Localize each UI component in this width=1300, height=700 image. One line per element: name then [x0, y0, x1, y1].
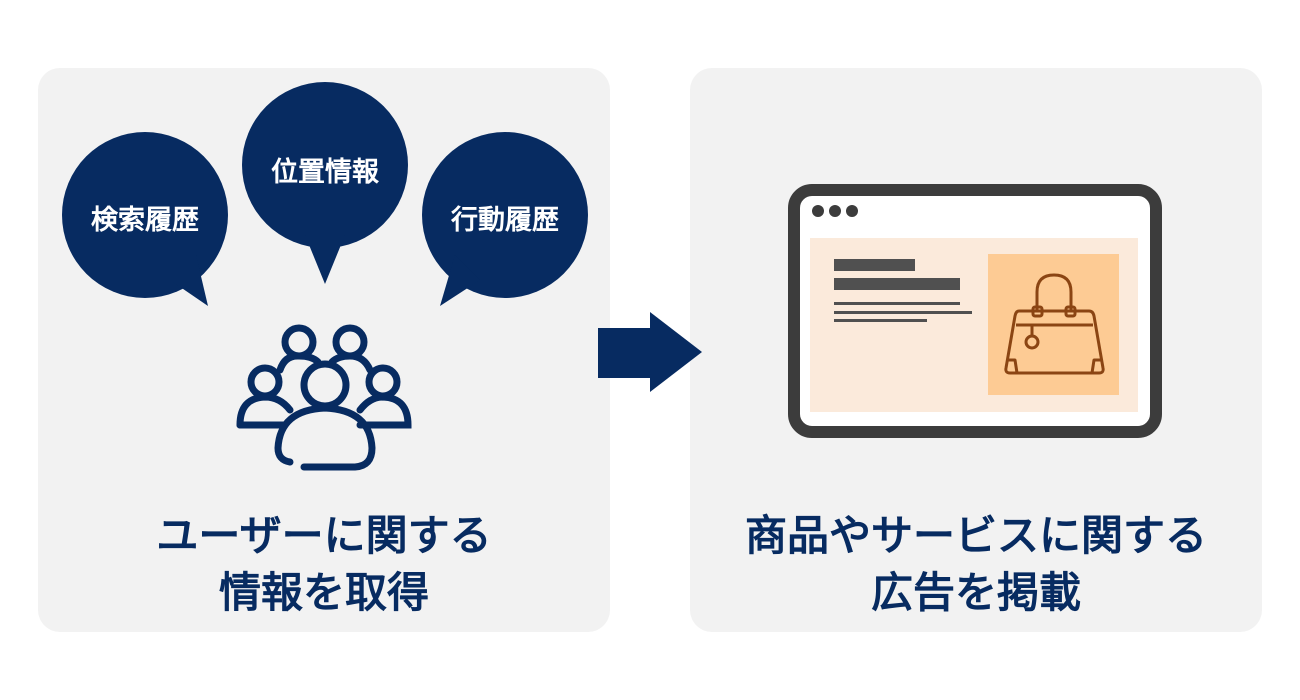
window-dot-icon: [829, 205, 841, 217]
bubble-behavior-history: [422, 132, 588, 306]
bubble-search-history: [62, 132, 228, 306]
arrow-right-icon: [598, 312, 702, 392]
left-caption: ユーザーに関する 情報を取得: [38, 507, 610, 621]
right-caption: 商品やサービスに関する 広告を掲載: [690, 507, 1262, 621]
bubble-label-search-history: 検索履歴: [91, 205, 199, 236]
bubble-label-location: 位置情報: [271, 157, 379, 188]
bubble-label-behavior-history: 行動履歴: [451, 205, 559, 236]
right-caption-line-1: 商品やサービスに関する: [744, 511, 1207, 560]
left-caption-line-1: ユーザーに関する: [156, 511, 492, 560]
handbag-icon: [1004, 273, 1105, 375]
window-dot-icon: [812, 205, 824, 217]
browser-window-icon: [788, 184, 1162, 438]
bubble-location: [242, 82, 408, 284]
speech-bubbles: [62, 82, 588, 306]
left-caption-line-2: 情報を取得: [218, 568, 429, 617]
people-group-icon: [236, 324, 412, 471]
right-caption-line-2: 広告を掲載: [870, 568, 1081, 617]
window-dot-icon: [846, 205, 858, 217]
